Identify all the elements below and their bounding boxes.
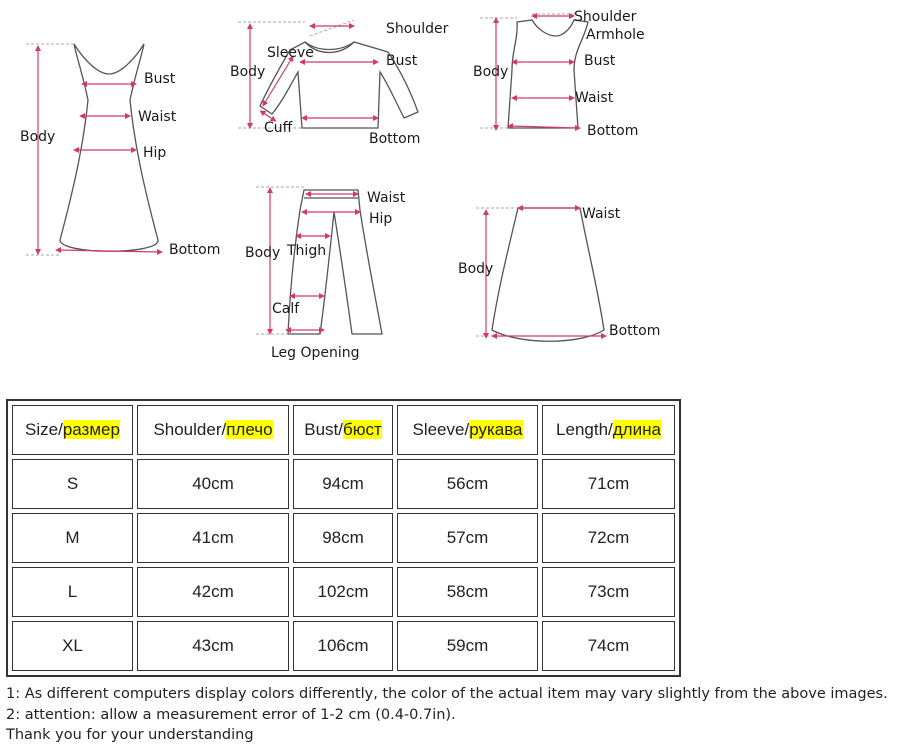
header-shoulder-ru: плечо: [226, 420, 273, 439]
header-shoulder: Shoulder/плечо: [137, 405, 289, 455]
table-cell: 106cm: [293, 621, 393, 671]
vest-body-label: Body: [473, 64, 509, 80]
table-cell: L: [12, 567, 133, 617]
pants-leg-opening-label: Leg Opening: [271, 345, 360, 361]
table-cell: 43cm: [137, 621, 289, 671]
pants-body-label: Body: [245, 245, 281, 261]
dress-hip-label: Hip: [143, 145, 167, 161]
vest-shoulder-label: Shoulder: [574, 9, 637, 25]
vest-bottom-label: Bottom: [587, 123, 639, 139]
skirt-body-label: Body: [458, 261, 494, 277]
notes-block: 1: As different computers display colors…: [6, 684, 888, 746]
header-length: Length/длина: [542, 405, 675, 455]
table-cell: 40cm: [137, 459, 289, 509]
top-bottom-label: Bottom: [369, 131, 421, 147]
table-cell: 72cm: [542, 513, 675, 563]
skirt-waist-label: Waist: [582, 206, 621, 222]
note-line: 2: attention: allow a measurement error …: [6, 706, 456, 723]
table-cell: S: [12, 459, 133, 509]
dress-waist-label: Waist: [138, 109, 177, 125]
header-sleeve: Sleeve/рукава: [397, 405, 538, 455]
skirt-bottom-label: Bottom: [609, 323, 661, 339]
vest-armhole-label: Armhole: [586, 27, 645, 43]
table-header-row: Size/размер Shoulder/плечо Bust/бюст Sle…: [12, 405, 675, 455]
top-sleeve-label: Sleeve: [267, 45, 314, 61]
dress-bottom-label: Bottom: [169, 242, 221, 258]
table-cell: 94cm: [293, 459, 393, 509]
pants-thigh-label: Thigh: [287, 243, 327, 259]
table-cell: 59cm: [397, 621, 538, 671]
table-row: XL 43cm 106cm 59cm 74cm: [12, 621, 675, 671]
pants-waist-label: Waist: [367, 190, 406, 206]
note-line: 1: As different computers display colors…: [6, 686, 888, 702]
vest-outline: [507, 19, 589, 129]
top-outline: [259, 41, 419, 129]
garment-measurement-diagrams: [26, 13, 607, 342]
dress-body-label: Body: [20, 129, 56, 145]
header-bust: Bust/бюст: [293, 405, 393, 455]
dress-outline: [59, 43, 159, 252]
top-shoulder-label: Shoulder: [386, 21, 449, 37]
dress-bust-label: Bust: [144, 71, 176, 87]
top-bust-label: Bust: [386, 53, 418, 69]
note-line: Thank you for your understanding: [6, 727, 254, 743]
size-chart-table: Size/размер Shoulder/плечо Bust/бюст Sle…: [6, 399, 681, 677]
table-cell: M: [12, 513, 133, 563]
table-cell: 71cm: [542, 459, 675, 509]
table-cell: 56cm: [397, 459, 538, 509]
pants-hip-label: Hip: [369, 211, 393, 227]
vest-waist-label: Waist: [575, 90, 614, 106]
table-row: S 40cm 94cm 56cm 71cm: [12, 459, 675, 509]
header-bust-ru: бюст: [342, 420, 382, 439]
header-length-ru: длина: [612, 420, 661, 439]
table-cell: 74cm: [542, 621, 675, 671]
top-cuff-label: Cuff: [264, 120, 293, 136]
top-body-label: Body: [230, 64, 266, 80]
skirt-outline: [491, 207, 605, 342]
table-cell: 42cm: [137, 567, 289, 617]
table-cell: 57cm: [397, 513, 538, 563]
table-cell: 98cm: [293, 513, 393, 563]
header-size-ru: размер: [62, 420, 120, 439]
table-cell: 102cm: [293, 567, 393, 617]
header-sleeve-ru: рукава: [469, 420, 523, 439]
table-row: L 42cm 102cm 58cm 73cm: [12, 567, 675, 617]
table-row: M 41cm 98cm 57cm 72cm: [12, 513, 675, 563]
table-cell: 41cm: [137, 513, 289, 563]
header-size: Size/размер: [12, 405, 133, 455]
table-cell: 58cm: [397, 567, 538, 617]
table-cell: XL: [12, 621, 133, 671]
vest-bust-label: Bust: [584, 53, 616, 69]
pants-calf-label: Calf: [272, 301, 300, 317]
table-cell: 73cm: [542, 567, 675, 617]
